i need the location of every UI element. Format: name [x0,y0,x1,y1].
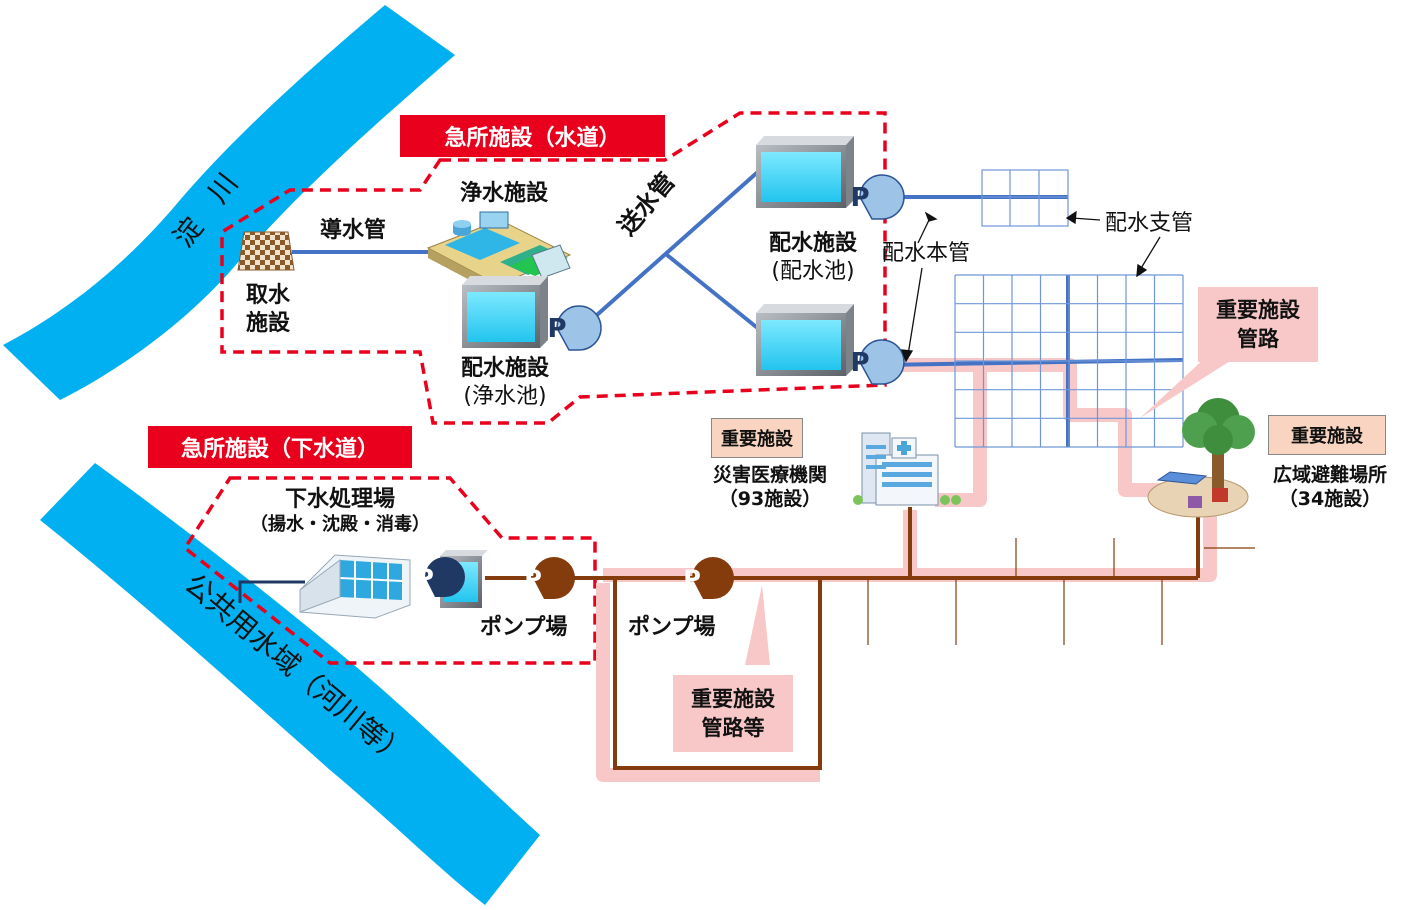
svg-text:P: P [547,314,566,344]
water-critical-title: 急所施設（水道） [400,115,665,157]
evacuation-name: 広域避難場所 [1272,464,1387,486]
callout-line: 重要施設 [1216,298,1300,323]
pump-icon: P [850,174,905,220]
reservoir-tank-lower-icon [756,304,854,376]
sewer-branches [867,538,1255,645]
hospital-count: （93施設） [718,487,822,510]
branch-pipe-label: 配水支管 [1105,211,1194,236]
callout-line: 管路等 [701,715,765,740]
pump-icon: P [683,557,734,599]
main-pipe-label: 配水本管 [882,241,971,266]
sewage-plant-process: （揚水・沈殿・消毒） [250,513,430,535]
public-water-river [40,463,540,905]
clear-water-dist-name: 配水施設 [460,356,549,381]
sewer-outfall-pipe [238,580,305,603]
conduit-label: 導水管 [320,218,387,243]
water-pipes [292,168,1184,447]
hospital-icon [853,432,961,506]
reservoir-dist-name: 配水施設 [768,231,857,256]
clear-water-dist-sub: (浄水池) [463,383,547,409]
pump-station-label-1: ポンプ場 [480,615,568,640]
callout-tail [745,585,770,665]
purification-label: 浄水施設 [460,181,549,206]
pump-icon: P [547,305,602,351]
hospital-tag: 重要施設 [711,418,803,458]
sewer-important-route-callout: 重要施設 管路等 [673,675,793,752]
callout-tail [1140,358,1235,418]
pump-icon: P [850,339,905,385]
intake-label-line: 施設 [245,310,290,336]
reservoir-dist-sub: (配水池) [771,258,855,284]
evacuation-tag: 重要施設 [1268,415,1386,455]
svg-text:P: P [416,564,434,592]
yodo-river [3,5,455,400]
sewer-critical-title: 急所施設（下水道） [148,426,412,468]
pump-icon: P [416,557,465,597]
hospital-label: 災害医療機関 （93施設） [690,464,850,512]
clear-water-dist-label: 配水施設 (浄水池) [440,355,570,410]
water-critical-outline [220,111,887,425]
branch-grid-small [981,169,1069,227]
water-important-route-callout: 重要施設 管路 [1198,287,1318,362]
clear-water-tank-icon [462,276,548,348]
evacuation-count: （34施設） [1278,487,1382,510]
svg-text:P: P [683,565,701,593]
branch-grid-large [954,274,1184,448]
evacuation-site-icon [1147,398,1255,518]
pump-station-label-2: ポンプ場 [628,615,716,640]
leader-arrows [901,210,1161,363]
pump-icon: P [524,557,575,599]
reservoir-dist-label: 配水施設 (配水池) [748,230,878,285]
sewer-pipes [485,507,1200,770]
reservoir-tank-upper-icon [756,136,854,208]
sewer-critical-outline [182,476,597,665]
sewage-plant-label: 下水処理場 （揚水・沈殿・消毒） [230,486,450,536]
svg-text:P: P [524,565,542,593]
svg-text:P: P [850,348,869,378]
intake-label: 取水 施設 [238,282,298,337]
hospital-name: 災害医療機関 [712,464,827,486]
svg-text:P: P [850,183,869,213]
intake-facility-icon [237,231,295,271]
evacuation-label: 広域避難場所 （34施設） [1250,464,1410,512]
intake-label-line: 取水 [245,283,290,308]
sewage-plant-icon [299,554,411,619]
sewage-plant-name: 下水処理場 [284,487,395,512]
callout-line: 重要施設 [691,687,775,712]
callout-line: 管路 [1237,326,1279,351]
